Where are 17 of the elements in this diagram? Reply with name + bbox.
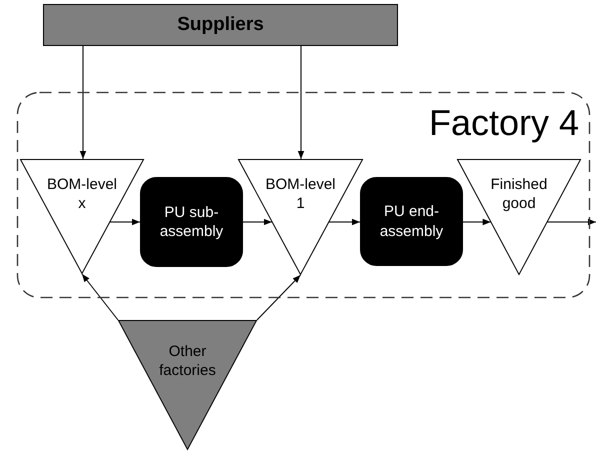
node-label: Suppliers	[177, 12, 264, 37]
arrow	[328, 218, 360, 226]
arrow	[546, 218, 596, 226]
arrow	[80, 46, 86, 160]
arrow	[82, 274, 118, 320]
node-label: PU sub-assembly	[158, 202, 224, 242]
node-label: BOM-level 1	[264, 174, 336, 214]
node-label: PU end-assembly	[378, 202, 444, 241]
arrow	[242, 218, 272, 226]
node-label: Other factories	[158, 342, 217, 380]
arrow	[256, 274, 301, 320]
arrow	[298, 46, 304, 160]
arrow	[462, 218, 492, 226]
arrow	[110, 218, 140, 226]
node-label: BOM-level x	[46, 174, 118, 214]
node-label: Finished good	[490, 174, 548, 214]
group-title: Factory 4	[428, 105, 580, 141]
